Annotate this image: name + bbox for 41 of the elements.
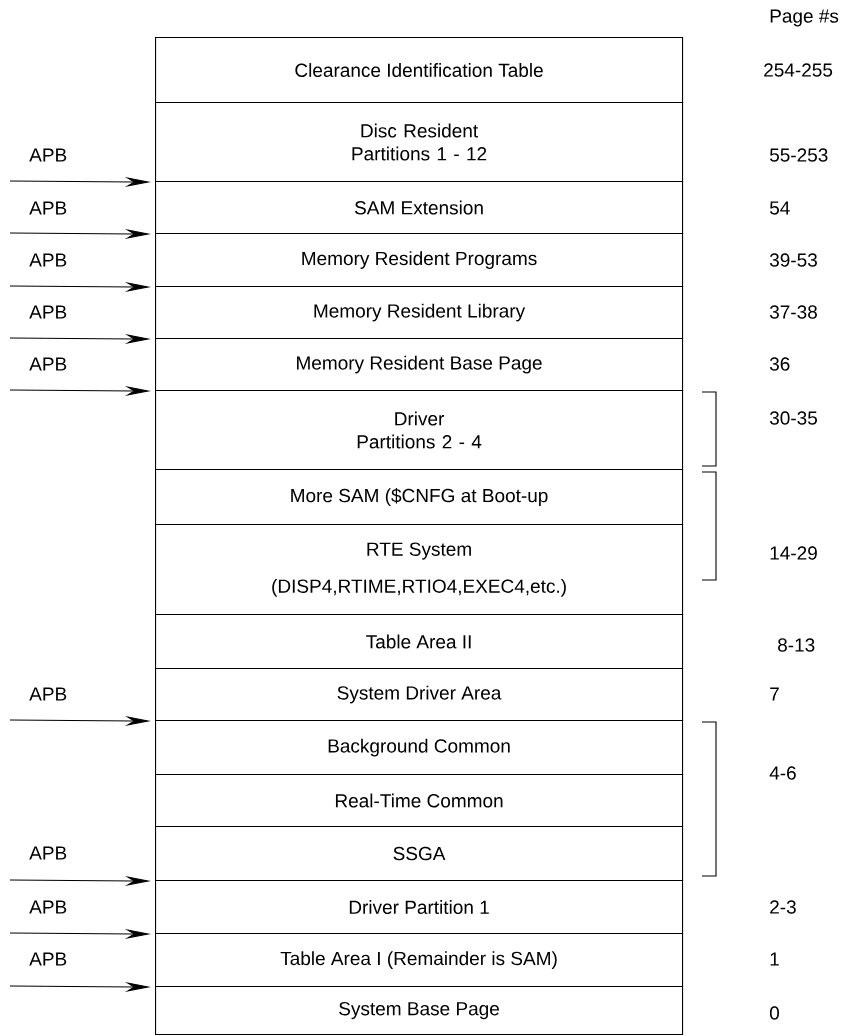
memory-block: Disc Resident Partitions 1 - 12 <box>155 102 684 183</box>
side-label: APB <box>29 952 67 966</box>
page-number: 30-35 <box>769 411 817 425</box>
memory-block: Memory Resident Library <box>155 286 684 340</box>
memory-block: SAM Extension <box>155 181 684 235</box>
memory-block: System Driver Area <box>155 668 684 722</box>
page-number: 36 <box>769 357 790 371</box>
page-number: 1 <box>770 952 779 966</box>
side-label: APB <box>29 900 67 914</box>
memory-block: Memory Resident Programs <box>155 233 684 288</box>
side-label: APB <box>29 305 67 319</box>
page-number: 254-255 <box>764 63 833 77</box>
page-number: 54 <box>769 201 790 215</box>
side-label: APB <box>29 253 67 267</box>
page-number: 4-6 <box>769 766 796 780</box>
memory-block: Real-Time Common <box>155 774 684 828</box>
memory-block: Table Area II <box>155 614 684 670</box>
memory-block: RTE System (DISP4,RTIME,RTIO4,EXEC4,etc.) <box>155 524 684 616</box>
memory-block: System Base Page <box>155 986 684 1036</box>
page-number: 0 <box>769 1006 779 1020</box>
page-number: 37-38 <box>769 305 817 319</box>
side-label: APB <box>29 687 67 701</box>
memory-block: Driver Partitions 2 - 4 <box>155 390 684 471</box>
memory-block: SSGA <box>155 826 684 882</box>
memory-block: Clearance Identification Table <box>155 37 684 104</box>
side-label: APB <box>29 148 67 162</box>
memory-block: Driver Partition 1 <box>155 880 684 935</box>
page-number: 55-253 <box>769 148 828 162</box>
side-label: APB <box>29 846 67 860</box>
memory-block: More SAM ($CNFG at Boot-up <box>155 469 684 526</box>
side-label: APB <box>29 201 67 215</box>
page-number: 39-53 <box>769 253 817 267</box>
memory-block: Table Area I (Remainder is SAM) <box>155 933 684 988</box>
memory-block: Background Common <box>155 720 684 776</box>
page-number: 2-3 <box>770 900 796 914</box>
page-number: 8-13 <box>778 638 815 652</box>
memory-block: Memory Resident Base Page <box>155 338 684 392</box>
page-number: 14-29 <box>770 546 817 560</box>
side-label: APB <box>29 357 67 371</box>
page-number: Page #s <box>770 9 839 27</box>
page-number: 7 <box>770 687 779 701</box>
